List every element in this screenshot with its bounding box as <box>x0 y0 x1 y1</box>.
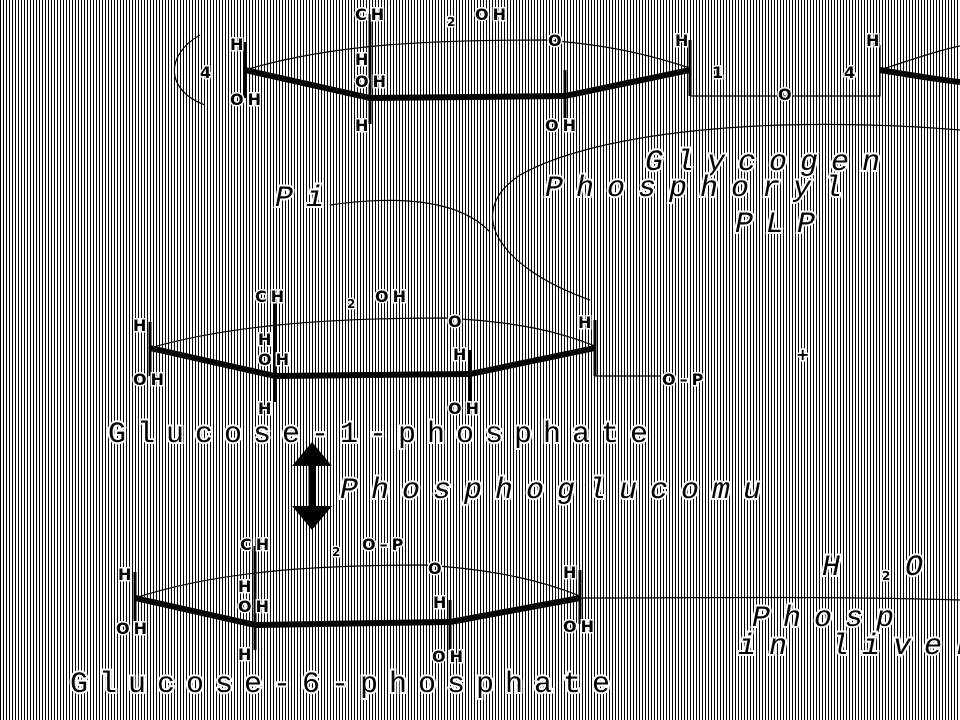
top-c3-lower-hydrogen: H <box>355 116 372 135</box>
reversible-arrow-down-head <box>292 506 332 530</box>
top-ring-oxygen: O <box>548 31 566 50</box>
pi-pointer-curve <box>329 199 491 233</box>
middle-molecule: CH 2 OH O H OH H OH H H OH H O–P + Gluco… <box>106 286 813 455</box>
top-left-arc <box>173 34 206 106</box>
bottom-c1-hydrogen: H <box>563 563 580 582</box>
enzyme-1-arc <box>491 123 960 301</box>
water-subscript: 2 <box>882 569 890 583</box>
middle-ch-subscript: 2 <box>347 297 355 311</box>
middle-c3-hydrogen: H <box>258 330 275 349</box>
glucose-1-phosphate-label: Glucose-1-phosphate <box>108 418 659 452</box>
middle-c4-hydrogen: H <box>133 316 150 335</box>
bottom-ring-front-edge <box>134 595 581 628</box>
bottom-c2-hydrogen: H <box>433 593 450 612</box>
top-c1-number: 1 <box>712 63 727 82</box>
top-c2-hydroxyl: OH <box>545 116 580 135</box>
top-c3-hydrogen: H <box>355 50 372 69</box>
top-ch-oh-label: OH <box>475 5 510 24</box>
middle-c2-hydrogen: H <box>453 345 470 364</box>
middle-c1-phosphate: O–P <box>662 370 707 389</box>
middle-ch-oh-label: OH <box>375 287 410 306</box>
top-next-hydrogen: H <box>866 31 883 50</box>
bottom-c2-hydroxyl: OH <box>432 647 467 666</box>
enzyme-1-name-line2: Phosphoryl <box>545 172 855 206</box>
top-next-number: 4 <box>844 63 859 82</box>
top-c4-hydrogen: H <box>230 35 247 54</box>
top-c1-hydrogen: H <box>675 31 692 50</box>
bottom-c4-hydroxyl: OH <box>116 619 151 638</box>
bottom-ring-oxygen: O <box>428 559 446 578</box>
bottom-c3-hydroxyl: OH <box>238 597 273 616</box>
bottom-ring-outline <box>134 564 581 599</box>
top-next-ring-outline <box>879 45 960 71</box>
middle-c2-hydroxyl: OH <box>448 399 483 418</box>
plus-sign: + <box>796 345 813 364</box>
glucose-6-phosphate-label: Glucose-6-phosphate <box>70 668 621 702</box>
top-c3-hydroxyl: OH <box>355 72 390 91</box>
top-ch-subscript: 2 <box>447 15 455 29</box>
enzyme-3-name-line1: Phosp <box>752 602 907 636</box>
bottom-ch-subscript: 2 <box>332 545 340 559</box>
top-glycosidic-oxygen: O <box>778 85 796 104</box>
middle-c1-hydrogen: H <box>578 313 595 332</box>
top-c4-number: 4 <box>200 63 215 82</box>
top-ch-label: CH <box>355 5 388 24</box>
enzyme-2-area: Phosphoglucomu <box>292 442 774 530</box>
middle-ring-oxygen: O <box>448 312 466 331</box>
enzyme-3-area: H 2 O Phosp in liver <box>579 549 960 666</box>
middle-ring-front-edge <box>149 345 596 379</box>
water-o-label: O <box>905 551 936 585</box>
bottom-c3-lower-hydrogen: H <box>238 645 255 664</box>
top-next-ring-edge <box>879 67 960 85</box>
top-ring-outline <box>244 39 691 71</box>
top-molecule: CH 2 OH O H 4 OH H OH H OH H 1 O H 4 <box>173 4 960 137</box>
bottom-c4-hydrogen: H <box>118 565 135 584</box>
middle-c4-hydroxyl: OH <box>133 370 168 389</box>
middle-ring-outline <box>149 317 596 349</box>
middle-c3-hydroxyl: OH <box>258 350 293 369</box>
bottom-ch-phosphate: O–P <box>362 535 407 554</box>
bottom-c1-hydroxyl: OH <box>563 617 598 636</box>
enzyme-2-name: Phosphoglucomu <box>340 474 774 508</box>
top-ring-front-edge <box>244 67 691 101</box>
bottom-molecule: CH 2 O–P O H OH H OH H H OH H OH Glucose… <box>68 534 621 705</box>
top-c4-hydroxyl: OH <box>230 90 265 109</box>
inorganic-phosphate-label: Pi <box>275 182 337 216</box>
enzyme-3-reaction-line <box>579 596 960 601</box>
enzyme-1-area: Glycogen Phosphoryl PLP Pi <box>273 123 960 301</box>
enzyme-3-name-line2: in liver <box>738 630 960 664</box>
water-h-label: H <box>822 551 853 585</box>
enzyme-1-cofactor: PLP <box>735 208 828 242</box>
middle-ch-label: CH <box>255 287 288 306</box>
reversible-arrow-up-head <box>292 442 332 466</box>
bottom-c3-hydrogen: H <box>238 577 255 596</box>
bottom-ch-label: CH <box>240 535 273 554</box>
middle-c3-lower-hydrogen: H <box>258 399 275 418</box>
enzyme-1-name-line1: Glycogen <box>645 146 893 180</box>
